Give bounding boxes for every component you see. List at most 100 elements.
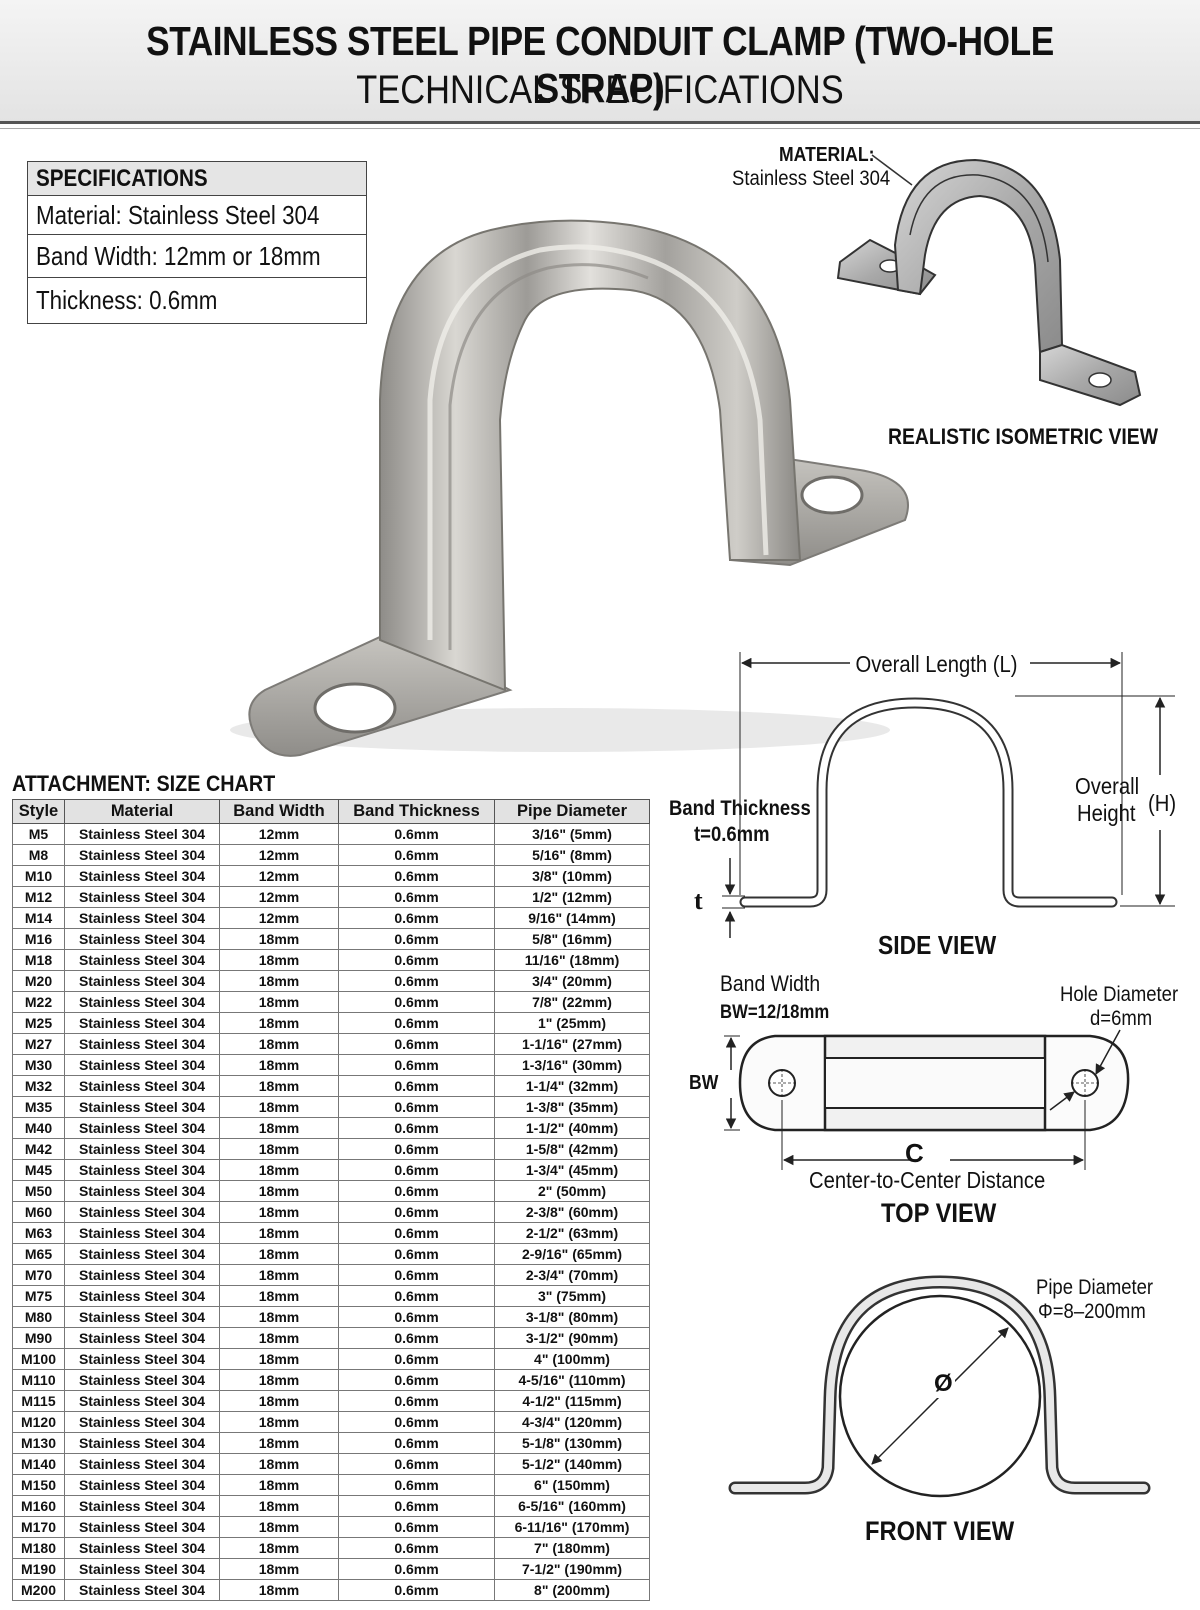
table-cell: Stainless Steel 304 — [64, 1285, 220, 1307]
table-cell: 0.6mm — [338, 886, 495, 908]
table-cell: 9/16" (14mm) — [494, 907, 650, 929]
table-cell: 7" (180mm) — [494, 1537, 650, 1559]
isometric-view-drawing — [836, 154, 1142, 407]
table-cell: 0.6mm — [338, 1222, 495, 1244]
table-cell: 12mm — [219, 844, 339, 866]
bw-symbol: BW — [689, 1072, 719, 1094]
table-cell: 0.6mm — [338, 1306, 495, 1328]
table-cell: 0.6mm — [338, 1054, 495, 1076]
table-cell: M40 — [12, 1117, 65, 1139]
table-cell: 0.6mm — [338, 1453, 495, 1475]
diameter-symbol: Ø — [932, 1370, 955, 1398]
height-symbol: (H) — [1148, 790, 1177, 817]
table-cell: 2-3/4" (70mm) — [494, 1264, 650, 1286]
table-cell: M170 — [12, 1516, 65, 1538]
table-cell: 12mm — [219, 886, 339, 908]
table-cell: 0.6mm — [338, 1369, 495, 1391]
table-cell: Stainless Steel 304 — [64, 991, 220, 1013]
table-cell: Stainless Steel 304 — [64, 1054, 220, 1076]
column-header: Pipe Diameter — [494, 799, 650, 824]
table-cell: Stainless Steel 304 — [64, 1558, 220, 1580]
table-cell: Stainless Steel 304 — [64, 1201, 220, 1223]
table-cell: 5/8" (16mm) — [494, 928, 650, 950]
table-cell: 4-3/4" (120mm) — [494, 1411, 650, 1433]
spec-band-width: Band Width: 12mm or 18mm — [28, 235, 366, 278]
table-cell: 5-1/2" (140mm) — [494, 1453, 650, 1475]
table-cell: 0.6mm — [338, 865, 495, 887]
table-cell: 18mm — [219, 1516, 339, 1538]
table-cell: 0.6mm — [338, 1033, 495, 1055]
table-cell: M110 — [12, 1369, 65, 1391]
table-cell: 18mm — [219, 1096, 339, 1118]
table-cell: 0.6mm — [338, 1558, 495, 1580]
table-cell: 1-3/4" (45mm) — [494, 1159, 650, 1181]
pipe-diameter-label-2: Φ=8–200mm — [1038, 1300, 1146, 1323]
table-cell: 1-1/4" (32mm) — [494, 1075, 650, 1097]
table-cell: 6" (150mm) — [494, 1474, 650, 1496]
table-cell: 3/4" (20mm) — [494, 970, 650, 992]
table-cell: 3-1/2" (90mm) — [494, 1327, 650, 1349]
table-cell: 0.6mm — [338, 1390, 495, 1412]
table-cell: 18mm — [219, 928, 339, 950]
table-cell: M200 — [12, 1579, 65, 1601]
table-cell: Stainless Steel 304 — [64, 1432, 220, 1454]
table-cell: 0.6mm — [338, 991, 495, 1013]
header-divider — [0, 128, 1200, 129]
table-cell: Stainless Steel 304 — [64, 1138, 220, 1160]
table-cell: 18mm — [219, 1222, 339, 1244]
table-cell: 18mm — [219, 1348, 339, 1370]
table-cell: 0.6mm — [338, 1327, 495, 1349]
table-cell: M65 — [12, 1243, 65, 1265]
table-cell: 18mm — [219, 1243, 339, 1265]
table-cell: 18mm — [219, 1327, 339, 1349]
iso-material-label: MATERIAL: — [779, 144, 875, 166]
table-cell: Stainless Steel 304 — [64, 1327, 220, 1349]
table-cell: 3/16" (5mm) — [494, 823, 650, 845]
table-cell: 1-3/16" (30mm) — [494, 1054, 650, 1076]
table-cell: 1-1/16" (27mm) — [494, 1033, 650, 1055]
top-view-caption: TOP VIEW — [881, 1198, 997, 1228]
table-cell: Stainless Steel 304 — [64, 1516, 220, 1538]
table-cell: Stainless Steel 304 — [64, 844, 220, 866]
table-cell: 8" (200mm) — [494, 1579, 650, 1601]
specifications-heading: SPECIFICATIONS — [28, 162, 366, 196]
table-cell: 0.6mm — [338, 1285, 495, 1307]
table-cell: 18mm — [219, 1201, 339, 1223]
table-cell: 1-3/8" (35mm) — [494, 1096, 650, 1118]
table-cell: Stainless Steel 304 — [64, 823, 220, 845]
table-cell: 0.6mm — [338, 1579, 495, 1601]
table-cell: Stainless Steel 304 — [64, 1390, 220, 1412]
iso-material-value: Stainless Steel 304 — [732, 167, 891, 190]
column-header: Material — [64, 799, 220, 824]
c-symbol: C — [905, 1138, 924, 1168]
table-cell: 0.6mm — [338, 1537, 495, 1559]
table-cell: Stainless Steel 304 — [64, 970, 220, 992]
table-cell: Stainless Steel 304 — [64, 1117, 220, 1139]
table-cell: 7-1/2" (190mm) — [494, 1558, 650, 1580]
table-cell: 18mm — [219, 1432, 339, 1454]
table-cell: M14 — [12, 907, 65, 929]
front-view-caption: FRONT VIEW — [865, 1516, 1015, 1546]
table-cell: M50 — [12, 1180, 65, 1202]
table-cell: 0.6mm — [338, 1138, 495, 1160]
table-cell: Stainless Steel 304 — [64, 928, 220, 950]
band-thickness-label-1: Band Thickness — [669, 797, 811, 820]
table-cell: Stainless Steel 304 — [64, 1243, 220, 1265]
table-cell: 0.6mm — [338, 1201, 495, 1223]
